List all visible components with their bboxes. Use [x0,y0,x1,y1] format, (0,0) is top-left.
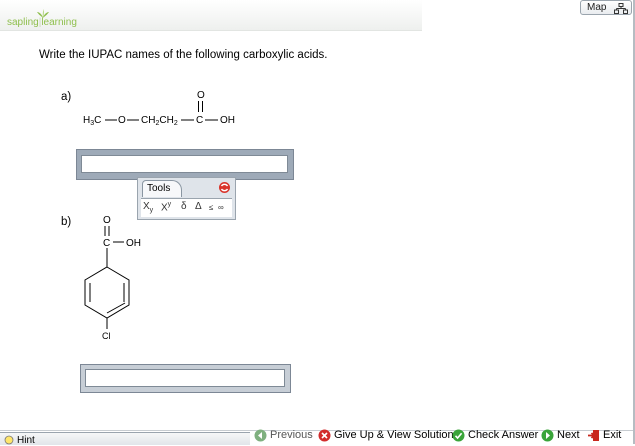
next-button[interactable]: Next [541,429,580,442]
molecule-a-ch2a-sub: 2 [155,120,159,127]
molecule-a-ether-o: O [118,115,126,126]
part-b-label: b) [61,216,72,228]
map-label: Map [587,2,607,13]
molecule-a-ch2b: CH [159,115,173,126]
check-answer-button[interactable]: Check Answer [452,429,539,442]
close-tools-icon[interactable] [218,181,231,194]
molecule-b-oh: OH [126,238,141,249]
molecule-b-structure: O C OH Cl [84,215,141,341]
answer-a-input[interactable] [81,155,288,173]
svg-text:H3C: H3C [83,115,101,127]
superscript-sup: y [167,201,172,208]
molecule-b-carbonyl-c: C [103,238,110,249]
leaf-icon [37,9,49,18]
footer-divider [0,430,633,431]
molecule-a-ch2b-sub: 2 [174,120,178,127]
window-frame-right [633,0,635,444]
infinity-tool-button[interactable]: ∞ [218,203,224,212]
previous-arrow-icon [254,429,267,442]
question-prompt: Write the IUPAC names of the following c… [39,49,328,61]
logo-text-part1: sapling [7,17,39,28]
exit-label: Exit [603,429,622,441]
answer-b-input[interactable] [85,369,285,387]
exit-button[interactable]: Exit [587,429,621,441]
previous-button[interactable]: Previous [254,429,313,442]
molecule-b-ring-double-3 [106,302,126,314]
answer-a-panel [76,149,294,180]
subscript-sub: y [149,207,154,214]
give-up-button[interactable]: Give Up & View Solution [318,429,454,442]
molecule-a-h3c-c: C [94,115,101,126]
molecule-a-h3c-sub: 3 [90,120,94,127]
molecule-b-cl: Cl [102,331,111,341]
molecule-a-carbonyl-o: O [197,90,205,101]
next-label: Next [557,429,580,441]
header-bar: sapling|learning [0,0,422,31]
superscript-base: X [161,202,168,214]
tools-tab[interactable]: Tools [142,180,182,197]
hint-button[interactable]: Hint [0,432,250,446]
logo-text: sapling|learning [7,17,77,28]
next-arrow-icon [541,429,554,442]
sitemap-icon [614,3,628,14]
molecule-b-benzene-ring [84,266,130,319]
tools-row: Xy Xy δ Δ ≤ ∞ [141,198,232,217]
leq-tool-button[interactable]: ≤ [209,203,214,212]
part-a-label: a) [61,91,72,103]
give-up-label: Give Up & View Solution [334,429,454,441]
subscript-base: X [143,201,150,212]
check-icon [452,429,465,442]
answer-b-panel [80,364,291,393]
molecule-a-carbonyl-c: C [196,115,203,126]
molecule-b-carbonyl-o: O [103,215,111,226]
exit-door-icon [588,430,599,441]
subscript-tool-button[interactable]: Xy [143,201,153,214]
molecule-a-ch2a: CH [141,115,155,126]
check-answer-label: Check Answer [468,429,539,441]
molecule-a-structure: O H3C O CH2CH2 C OH [83,90,235,127]
previous-label: Previous [270,429,313,441]
svg-text:CH2CH2: CH2CH2 [141,115,178,127]
tools-palette: Tools Xy Xy δ Δ ≤ ∞ [137,177,236,220]
delta-lower-tool-button[interactable]: δ [181,201,187,212]
molecule-a-oh: OH [220,115,235,126]
molecule-a-h3c-h: H [83,115,90,126]
action-bar: Previous Give Up & View Solution Check A… [250,426,633,444]
map-button[interactable]: Map [580,0,632,15]
hint-label: Hint [17,435,35,446]
superscript-tool-button[interactable]: Xy [161,201,171,213]
give-up-x-icon [318,429,331,442]
logo-text-part2: learning [41,17,77,28]
delta-upper-tool-button[interactable]: Δ [195,201,202,212]
